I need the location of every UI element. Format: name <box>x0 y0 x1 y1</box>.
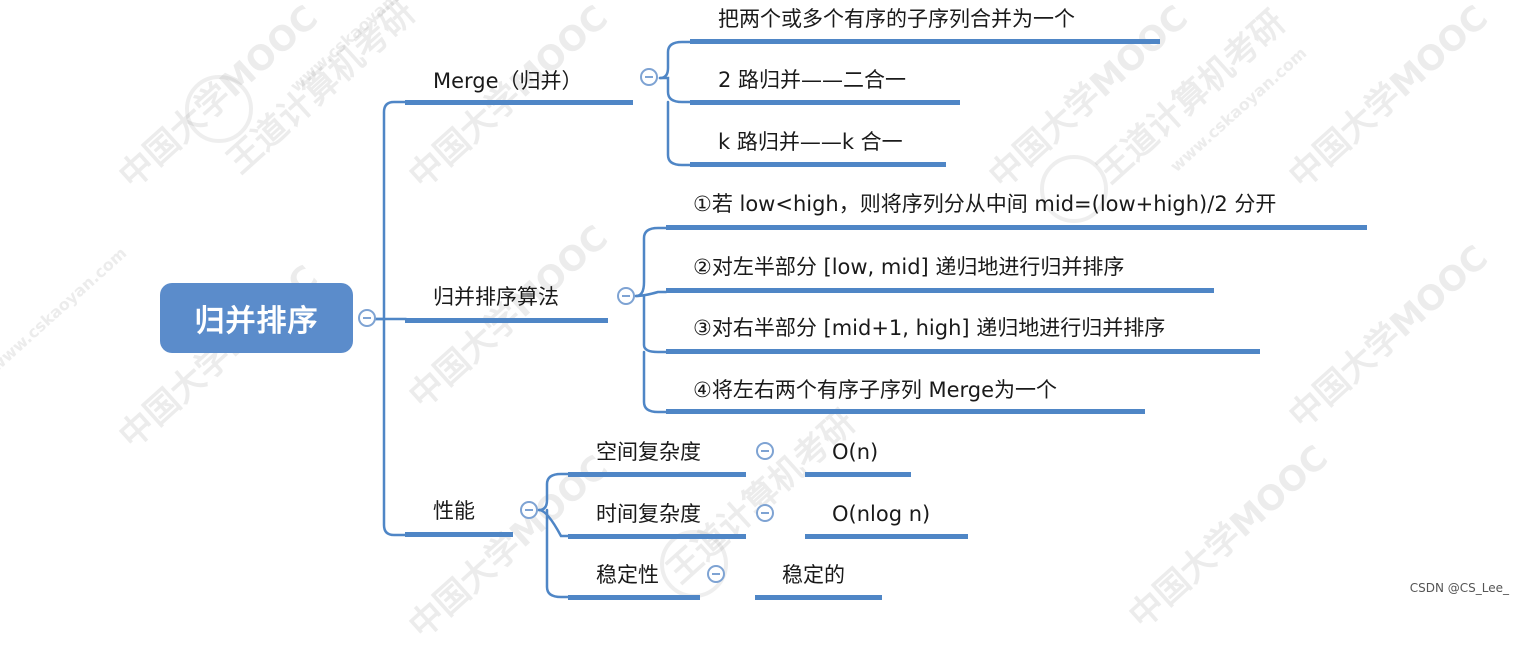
branch-merge-toggle[interactable] <box>640 68 658 86</box>
branch-performance-toggle[interactable] <box>520 501 538 519</box>
merge-child-1: 把两个或多个有序的子序列合并为一个 <box>718 7 1075 31</box>
perf-stability-label: 稳定性 <box>596 563 659 587</box>
perf-stability-value-underline <box>755 595 882 600</box>
perf-time-toggle[interactable] <box>756 504 774 522</box>
root-collapse-toggle[interactable] <box>358 309 376 327</box>
watermark-seal-icon <box>185 75 253 143</box>
perf-space-value-underline <box>805 472 911 477</box>
algorithm-step-4: ④将左右两个有序子序列 Merge为一个 <box>693 378 1058 402</box>
algorithm-step-1: ①若 low<high，则将序列分从中间 mid=(low+high)/2 分开 <box>693 192 1277 216</box>
perf-space-label: 空间复杂度 <box>596 440 701 464</box>
algorithm-step-2: ②对左半部分 [low, mid] 递归地进行归并排序 <box>693 255 1125 279</box>
branch-performance-underline <box>405 532 513 537</box>
perf-stability-underline <box>568 595 700 600</box>
perf-space-value: O(n) <box>832 440 879 464</box>
watermark-seal-icon <box>1040 155 1108 223</box>
root-label: 归并排序 <box>194 304 319 339</box>
credit-text: CSDN @CS_Lee_ <box>1409 581 1509 595</box>
perf-time-value-underline <box>805 534 968 539</box>
algorithm-step-2-underline <box>666 288 1214 293</box>
connector-lines <box>374 40 692 599</box>
perf-stability-value: 稳定的 <box>782 563 845 587</box>
branch-performance-label: 性能 <box>433 499 475 523</box>
merge-child-2: 2 路归并——二合一 <box>718 68 907 92</box>
branch-algorithm-label: 归并排序算法 <box>433 285 559 309</box>
perf-time-label: 时间复杂度 <box>596 502 701 526</box>
perf-time-underline <box>568 534 746 539</box>
branch-merge-underline <box>405 100 633 105</box>
algorithm-step-3: ③对右半部分 [mid+1, high] 递归地进行归并排序 <box>693 316 1166 340</box>
branch-algorithm-underline <box>405 318 608 323</box>
merge-child-3-underline <box>690 162 946 167</box>
perf-space-toggle[interactable] <box>756 442 774 460</box>
merge-child-2-underline <box>690 100 960 105</box>
algorithm-step-4-underline <box>666 409 1145 414</box>
algorithm-step-1-underline <box>666 225 1367 230</box>
merge-child-1-underline <box>690 39 1160 44</box>
perf-time-value: O(nlog n) <box>832 502 931 526</box>
algorithm-step-3-underline <box>666 349 1260 354</box>
branch-algorithm-toggle[interactable] <box>617 287 635 305</box>
branch-merge-label: Merge（归并） <box>433 69 583 93</box>
root-node[interactable]: 归并排序 <box>160 283 353 353</box>
merge-child-3: k 路归并——k 合一 <box>718 130 903 154</box>
perf-stability-toggle[interactable] <box>707 565 725 583</box>
perf-space-underline <box>568 472 746 477</box>
